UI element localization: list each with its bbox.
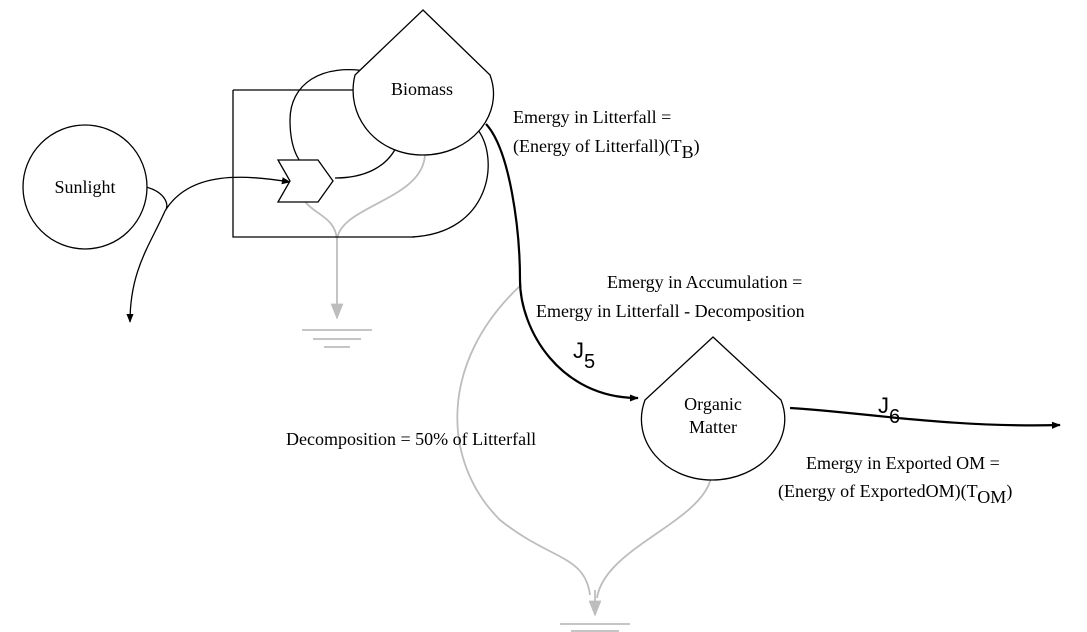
- litterfall-equation-line1: Emergy in Litterfall =: [513, 107, 671, 127]
- biomass-return-loop: [411, 129, 489, 238]
- organic-matter-tank-shape: [640, 336, 786, 481]
- accumulation-equation-line1: Emergy in Accumulation =: [607, 272, 802, 292]
- organic-matter-storage: Organic Matter: [640, 336, 786, 481]
- om-heat-loss-line: [596, 469, 713, 599]
- organic-matter-label-line1: Organic: [684, 394, 742, 414]
- decomposition-flow-line: [456, 284, 591, 596]
- biomass-label: Biomass: [391, 79, 453, 99]
- export-flow-j6: [789, 406, 1061, 429]
- sunlight-outflow-line: [126, 210, 166, 323]
- biomass-storage: Biomass: [352, 9, 495, 156]
- biomass-heat-loss-line-right: [336, 152, 426, 241]
- sunlight-source-circle: [22, 124, 148, 250]
- accumulation-equation: Emergy in Accumulation = Emergy in Litte…: [536, 272, 805, 321]
- exported-om-equation: Emergy in Exported OM = (Energy of Expor…: [778, 453, 1012, 507]
- litterfall-equation-line2: (Energy of Litterfall)(TB): [513, 136, 700, 162]
- sunlight-label: Sunlight: [54, 177, 115, 197]
- interaction-symbol: [276, 159, 334, 203]
- litterfall-flow-j5: [485, 123, 639, 402]
- organic-matter-label-line2: Matter: [689, 417, 737, 437]
- litterfall-equation: Emergy in Litterfall = (Energy of Litter…: [513, 107, 700, 162]
- sunlight-flow-line: [145, 176, 291, 212]
- flow-label-j6: J6: [878, 393, 900, 428]
- biomass-tank-shape: [352, 9, 495, 156]
- accumulation-equation-line2: Emergy in Litterfall - Decomposition: [536, 301, 805, 321]
- system-boundary-box: [232, 89, 415, 238]
- flow-label-j5: J5: [573, 338, 595, 373]
- decomposition-equation: Decomposition = 50% of Litterfall: [286, 429, 536, 449]
- exported-equation-line1: Emergy in Exported OM =: [806, 453, 1000, 473]
- exported-equation-line2: (Energy of ExportedOM)(TOM): [778, 481, 1012, 507]
- energy-flows: [126, 69, 1061, 429]
- heat-sink-icon: [560, 623, 630, 632]
- heat-sink-flows: [299, 152, 713, 617]
- sunlight-source: Sunlight: [22, 124, 148, 250]
- heat-sink-icon: [302, 329, 372, 348]
